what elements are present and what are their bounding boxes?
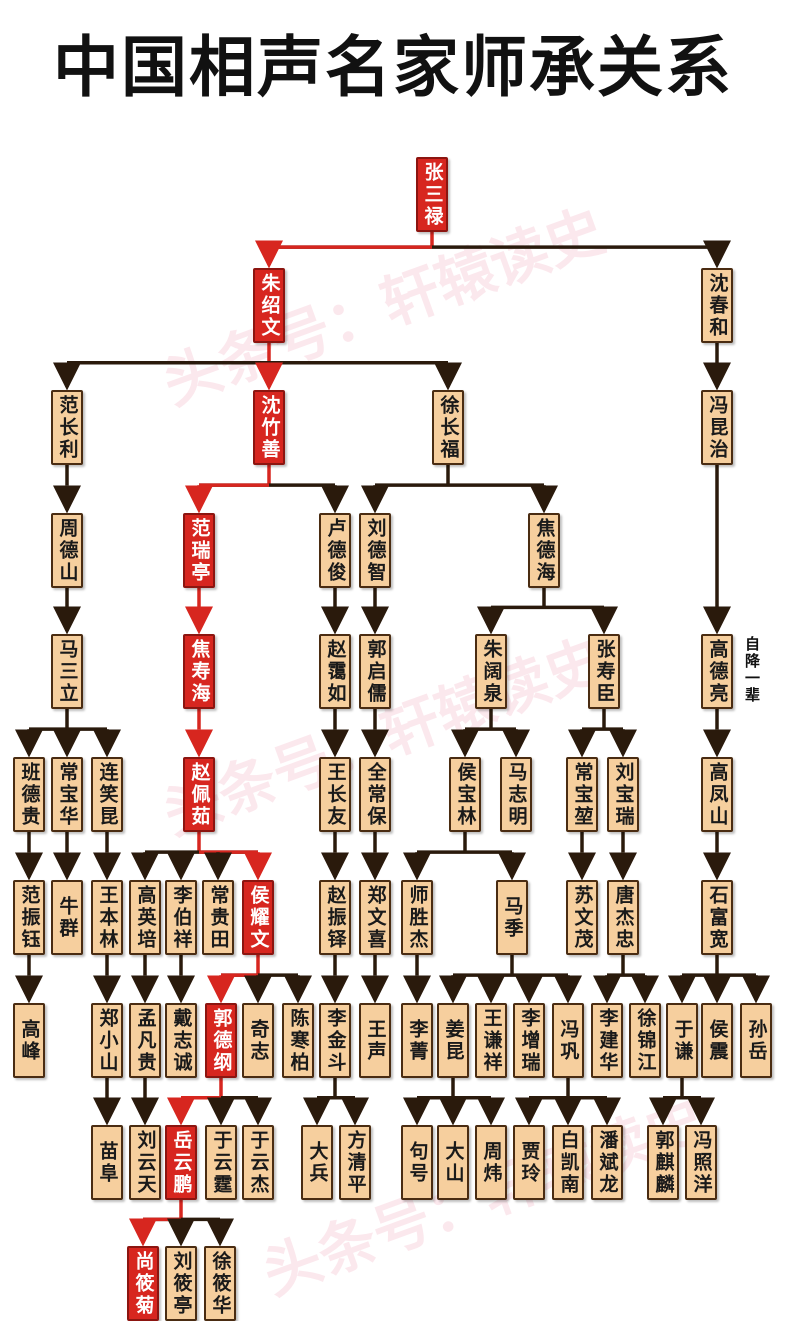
person-node: 侯宝林	[449, 757, 481, 832]
person-node: 赵霭如	[319, 634, 351, 709]
person-node: 赵佩茹	[183, 757, 215, 832]
person-node: 范振钰	[13, 880, 45, 955]
person-node: 于云杰	[242, 1125, 274, 1200]
person-node: 潘斌龙	[591, 1125, 623, 1200]
person-node: 沈春和	[701, 268, 733, 343]
person-node: 孙岳	[740, 1003, 772, 1078]
person-node: 马志明	[500, 757, 532, 832]
person-node: 班德贵	[13, 757, 45, 832]
person-node: 高英培	[129, 880, 161, 955]
person-node: 石富宽	[701, 880, 733, 955]
person-node: 周炜	[475, 1125, 507, 1200]
person-node: 孟凡贵	[129, 1003, 161, 1078]
diagram-title: 中国相声名家师承关系	[53, 29, 733, 106]
person-node: 冯昆治	[701, 390, 733, 465]
person-node: 刘筱亭	[165, 1246, 197, 1321]
person-node: 郭麒麟	[647, 1125, 679, 1200]
person-node: 常宝华	[51, 757, 83, 832]
person-node: 张三禄	[416, 157, 448, 232]
person-node: 大兵	[301, 1125, 333, 1200]
person-node: 陈寒柏	[282, 1003, 314, 1078]
person-node: 刘云天	[129, 1125, 161, 1200]
person-node: 高峰	[13, 1003, 45, 1078]
person-node: 姜昆	[437, 1003, 469, 1078]
lineage-lines	[15, 232, 770, 1247]
person-node: 刘宝瑞	[607, 757, 639, 832]
person-node: 徐筱华	[204, 1246, 236, 1321]
person-node: 李伯祥	[165, 880, 197, 955]
person-node: 于谦	[666, 1003, 698, 1078]
person-node: 郭德纲	[205, 1003, 237, 1078]
person-node: 李菁	[401, 1003, 433, 1078]
person-node: 高凤山	[701, 757, 733, 832]
person-node: 侯震	[701, 1003, 733, 1078]
person-node: 张寿臣	[588, 634, 620, 709]
person-node: 大山	[437, 1125, 469, 1200]
person-node: 赵振铎	[319, 880, 351, 955]
person-node: 常贵田	[202, 880, 234, 955]
person-node: 王长友	[319, 757, 351, 832]
person-node: 朱阔泉	[475, 634, 507, 709]
person-node: 师胜杰	[401, 880, 433, 955]
person-node: 徐长福	[432, 390, 464, 465]
person-node: 沈竹善	[253, 390, 285, 465]
person-node: 马季	[496, 880, 528, 955]
person-node: 牛群	[51, 880, 83, 955]
person-node: 尚筱菊	[127, 1246, 159, 1321]
person-node: 苗阜	[91, 1125, 123, 1200]
person-node: 焦寿海	[183, 634, 215, 709]
person-node: 郑小山	[91, 1003, 123, 1078]
person-node: 奇志	[242, 1003, 274, 1078]
person-node: 苏文茂	[566, 880, 598, 955]
generation-note: 自降一辈	[743, 636, 761, 704]
person-node: 王声	[359, 1003, 391, 1078]
person-node: 白凯南	[552, 1125, 584, 1200]
person-node: 郑文喜	[359, 880, 391, 955]
person-node: 连笑昆	[91, 757, 123, 832]
person-node: 李金斗	[319, 1003, 351, 1078]
person-node: 范长利	[51, 390, 83, 465]
person-node: 范瑞亭	[183, 513, 215, 588]
person-node: 徐锦江	[629, 1003, 661, 1078]
person-node: 王本林	[91, 880, 123, 955]
person-node: 焦德海	[528, 513, 560, 588]
person-node: 刘德智	[359, 513, 391, 588]
person-node: 李建华	[591, 1003, 623, 1078]
person-node: 王谦祥	[475, 1003, 507, 1078]
person-node: 冯巩	[552, 1003, 584, 1078]
person-node: 冯照洋	[685, 1125, 717, 1200]
person-node: 周德山	[51, 513, 83, 588]
person-node: 方清平	[339, 1125, 371, 1200]
person-node: 侯耀文	[242, 880, 274, 955]
person-node: 郭启儒	[359, 634, 391, 709]
person-node: 高德亮	[701, 634, 733, 709]
person-node: 马三立	[51, 634, 83, 709]
person-node: 全常保	[359, 757, 391, 832]
person-node: 岳云鹏	[165, 1125, 197, 1200]
person-node: 贾玲	[513, 1125, 545, 1200]
person-node: 常宝堃	[566, 757, 598, 832]
person-node: 唐杰忠	[607, 880, 639, 955]
person-node: 朱绍文	[253, 268, 285, 343]
person-node: 卢德俊	[319, 513, 351, 588]
person-node: 戴志诚	[165, 1003, 197, 1078]
person-node: 于云霆	[205, 1125, 237, 1200]
person-node: 李增瑞	[513, 1003, 545, 1078]
person-node: 句号	[401, 1125, 433, 1200]
